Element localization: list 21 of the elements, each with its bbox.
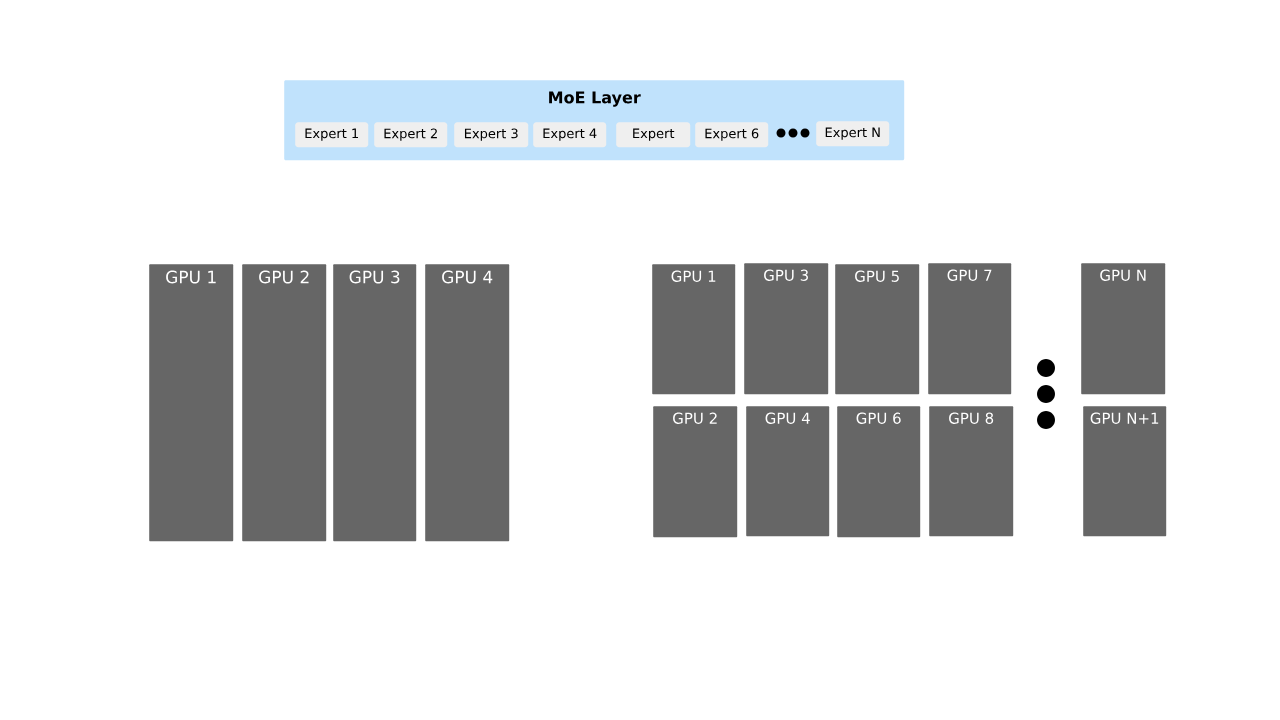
expert-box: Expert 6	[695, 122, 769, 148]
gpu-box: GPU 4	[425, 264, 510, 542]
gpu-box: GPU 1	[652, 264, 736, 395]
gpu-box: GPU 7	[928, 263, 1012, 395]
gpu-box: GPU 8	[929, 406, 1014, 537]
gpu-box: GPU 6	[837, 406, 921, 538]
gpu-box: GPU 3	[333, 264, 417, 542]
gpu-box: GPU 3	[744, 263, 829, 395]
gpu-box: GPU N+1	[1083, 406, 1167, 537]
expert-box: Expert 2	[374, 122, 448, 148]
gpu-box: GPU 1	[149, 264, 234, 542]
expert-box: Expert 3	[454, 122, 529, 148]
gpu-box: GPU N	[1081, 263, 1166, 395]
gpu-box: GPU 2	[653, 406, 738, 538]
expert-box: Expert 4	[533, 122, 607, 148]
expert-box: Expert	[616, 122, 691, 148]
expert-box: Expert 1	[295, 122, 369, 148]
gpu-box: GPU 5	[835, 264, 920, 395]
gpu-box: GPU 2	[242, 264, 327, 542]
expert-box: Expert N	[816, 121, 890, 147]
gpu-box: GPU 4	[746, 406, 830, 537]
